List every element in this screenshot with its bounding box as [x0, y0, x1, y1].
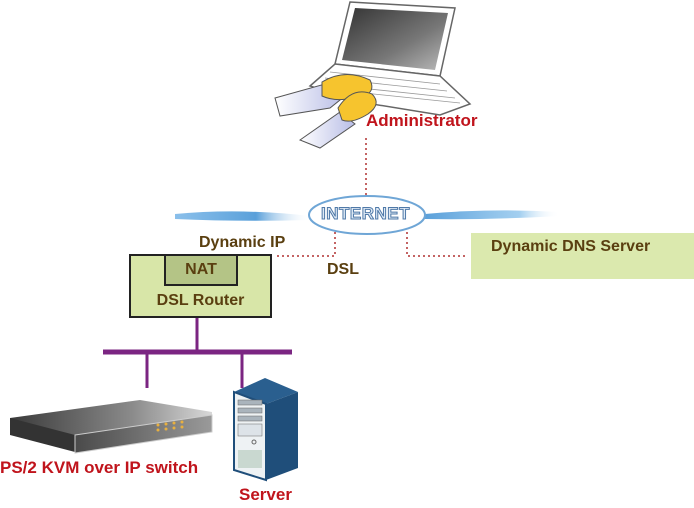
dynamic-dns-server-label: Dynamic DNS Server: [491, 238, 650, 256]
nat-box: NAT: [164, 254, 238, 286]
dynamic-dns-server: Dynamic DNS Server: [471, 233, 694, 279]
server-label: Server: [239, 485, 292, 505]
dsl-label: DSL: [327, 261, 359, 279]
dynamic-ip-label: Dynamic IP: [199, 234, 285, 252]
nat-label: NAT: [185, 261, 217, 279]
internet-ddns-link: [407, 232, 468, 256]
dsl-router-label: DSL Router: [131, 292, 270, 310]
kvm-switch-label: PS/2 KVM over IP switch: [0, 458, 198, 478]
lan-bus: [103, 318, 292, 388]
dsl-router: NAT DSL Router: [129, 254, 272, 318]
kvm-switch-icon: [10, 400, 212, 453]
administrator-label: Administrator: [366, 111, 477, 131]
internet-label: INTERNET: [321, 204, 410, 224]
server-tower-icon: [234, 378, 298, 480]
